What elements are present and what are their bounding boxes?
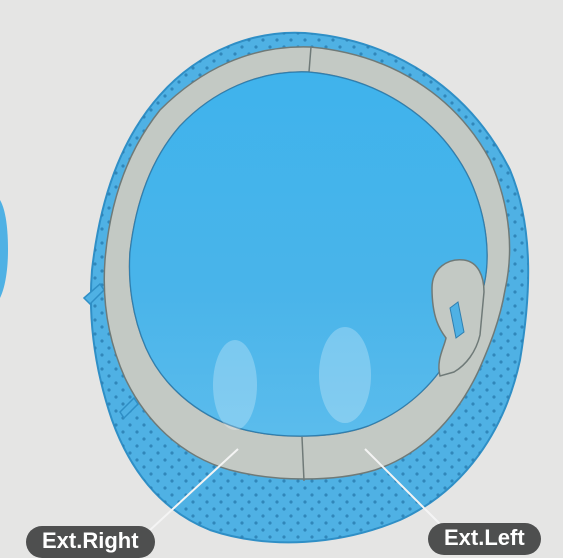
label-ext-right: Ext.Right [26,526,155,558]
label-ext-left: Ext.Left [428,523,541,555]
adjacent-shell-fragment [0,200,8,298]
